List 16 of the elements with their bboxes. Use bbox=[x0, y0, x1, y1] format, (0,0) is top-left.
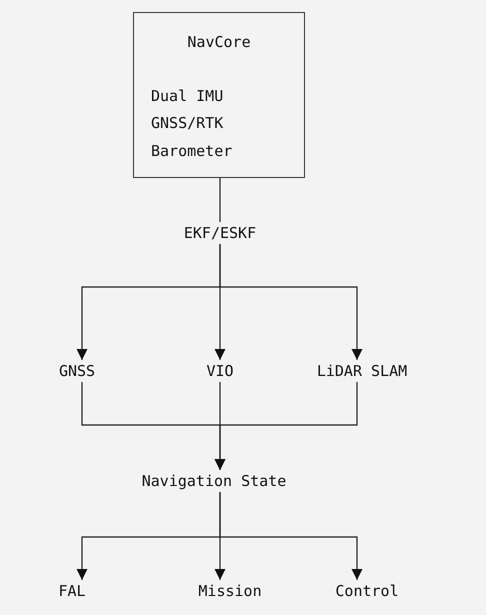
node-label: Navigation State bbox=[142, 470, 286, 492]
connector-arrow bbox=[214, 382, 358, 470]
node-label: Mission bbox=[198, 580, 262, 602]
node-label: EKF/ESKF bbox=[184, 222, 256, 244]
module-item: Barometer bbox=[151, 142, 232, 160]
connector-arrow bbox=[219, 492, 362, 580]
node-label: VIO bbox=[206, 360, 234, 382]
node-label: LiDAR SLAM bbox=[316, 360, 408, 382]
module-item: Dual IMU bbox=[151, 87, 224, 105]
connector-arrow bbox=[219, 244, 362, 360]
module-box bbox=[133, 12, 305, 178]
node-label: Control bbox=[335, 580, 399, 602]
module-item: GNSS/RTK bbox=[151, 114, 224, 132]
module-title: NavCore bbox=[186, 33, 252, 51]
node-label: FAL bbox=[58, 580, 86, 602]
node-label: GNSS bbox=[58, 360, 96, 382]
